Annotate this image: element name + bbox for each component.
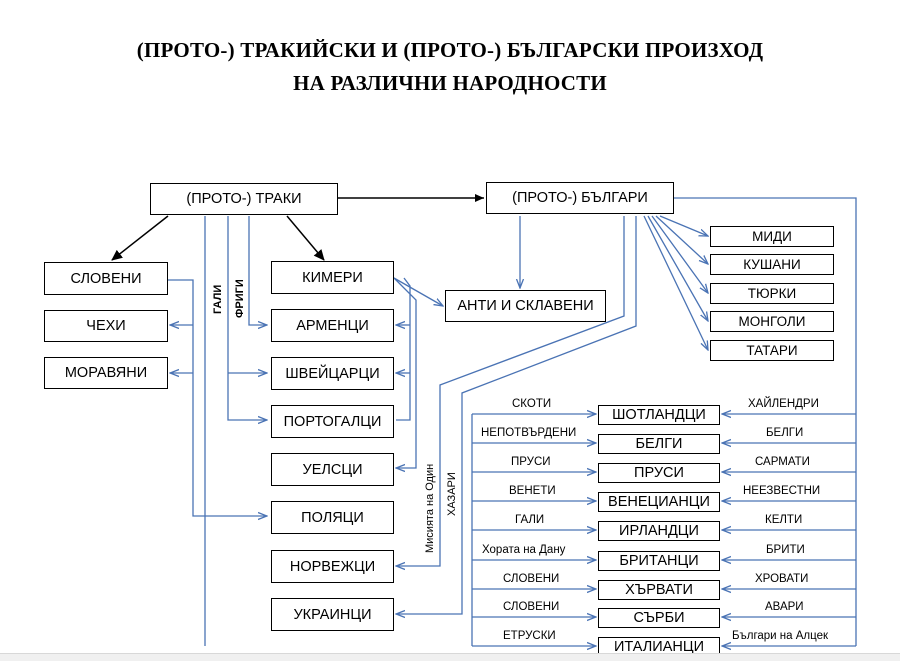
node-prussians: ПРУСИ bbox=[598, 463, 720, 483]
node-label: (ПРОТО-) ТРАКИ bbox=[186, 191, 302, 207]
node-serbs: СЪРБИ bbox=[598, 608, 720, 628]
edge-label-right: НЕЕЗВЕСТНИ bbox=[743, 485, 821, 497]
edge-label-right: САРМАТИ bbox=[755, 456, 810, 468]
edge-label-right: ХРОВАТИ bbox=[755, 573, 809, 585]
node-ukrainians: УКРАИНЦИ bbox=[271, 598, 394, 631]
edge-label-right: БЕЛГИ bbox=[766, 427, 804, 439]
node-antes-sclaveni: АНТИ И СКЛАВЕНИ bbox=[445, 290, 606, 322]
node-tatars: ТАТАРИ bbox=[710, 340, 834, 361]
node-venetians: ВЕНЕЦИАНЦИ bbox=[598, 492, 720, 512]
node-poles: ПОЛЯЦИ bbox=[271, 501, 394, 534]
node-turks: ТЮРКИ bbox=[710, 283, 834, 304]
edge-label-left: ГАЛИ bbox=[515, 514, 545, 526]
edge-label-left: СЛОВЕНИ bbox=[503, 573, 560, 585]
edge-label-right: АВАРИ bbox=[765, 601, 804, 613]
label-gauls-vertical: ГАЛИ bbox=[212, 284, 224, 314]
edge-label-left: СКОТИ bbox=[512, 398, 552, 410]
node-cimmerians: КИМЕРИ bbox=[271, 261, 394, 294]
edge-label-left: НЕПОТВЪРДЕНИ bbox=[481, 427, 577, 439]
node-portuguese: ПОРТОГАЛЦИ bbox=[271, 405, 394, 438]
node-irish: ИРЛАНДЦИ bbox=[598, 521, 720, 541]
node-scots: ШОТЛАНДЦИ bbox=[598, 405, 720, 425]
edge-label-left: ЕТРУСКИ bbox=[503, 630, 556, 642]
node-welsh: УЕЛСЦИ bbox=[271, 453, 394, 486]
edge-label-left: ПРУСИ bbox=[511, 456, 551, 468]
root-node-bulgarians: (ПРОТО-) БЪЛГАРИ bbox=[486, 182, 674, 214]
root-node-thracians: (ПРОТО-) ТРАКИ bbox=[150, 183, 338, 215]
edge-label-left: СЛОВЕНИ bbox=[503, 601, 560, 613]
edge-label-right: КЕЛТИ bbox=[765, 514, 803, 526]
node-label: (ПРОТО-) БЪЛГАРИ bbox=[512, 190, 648, 206]
node-mongols: МОНГОЛИ bbox=[710, 311, 834, 332]
node-norwegians: НОРВЕЖЦИ bbox=[271, 550, 394, 583]
node-armenians: АРМЕНЦИ bbox=[271, 309, 394, 342]
label-odin-mission-vertical: Мисията на Один bbox=[424, 463, 436, 553]
node-croats: ХЪРВАТИ bbox=[598, 580, 720, 600]
edge-label-right: БРИТИ bbox=[766, 544, 805, 556]
label-phrygians-vertical: ФРИГИ bbox=[234, 279, 246, 318]
node-medes: МИДИ bbox=[710, 226, 834, 247]
diagram-title-line-1: (ПРОТО-) ТРАКИЙСКИ И (ПРОТО-) БЪЛГАРСКИ … bbox=[136, 38, 764, 62]
node-italians: ИТАЛИАНЦИ bbox=[598, 637, 720, 657]
node-moravians: МОРАВЯНИ bbox=[44, 357, 168, 389]
node-swiss: ШВЕЙЦАРЦИ bbox=[271, 357, 394, 390]
edge-label-left: Хората на Дану bbox=[482, 544, 566, 556]
node-british: БРИТАНЦИ bbox=[598, 551, 720, 571]
node-czechs: ЧЕХИ bbox=[44, 310, 168, 342]
node-belgians: БЕЛГИ bbox=[598, 434, 720, 454]
label-khazars-vertical: ХАЗАРИ bbox=[446, 472, 458, 516]
edge-label-right: Българи на Алцек bbox=[732, 630, 829, 642]
edge-label-right: ХАЙЛЕНДРИ bbox=[748, 398, 819, 410]
edge-label-left: ВЕНЕТИ bbox=[509, 485, 556, 497]
node-kushans: КУШАНИ bbox=[710, 254, 834, 275]
diagram-title-line-2: НА РАЗЛИЧНИ НАРОДНОСТИ bbox=[293, 71, 607, 95]
node-slovenes: СЛОВЕНИ bbox=[44, 262, 168, 295]
bottom-scroll-band bbox=[0, 653, 900, 661]
